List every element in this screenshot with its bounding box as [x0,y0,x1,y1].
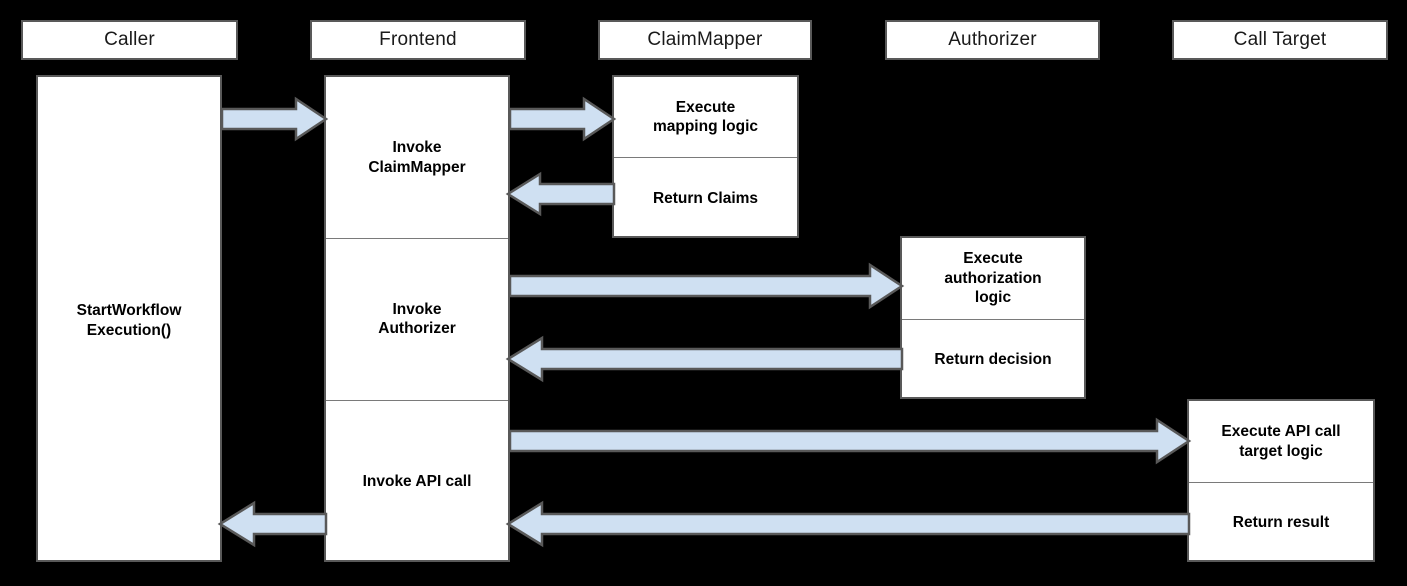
activation-segment-frontend-invoke-api-call: Invoke API call [326,400,508,564]
activation-label: Return result [1232,514,1330,532]
activation-divider [326,400,508,401]
activation-divider [1189,482,1373,483]
message-arrow-frontend-to-calltarget [508,417,1192,465]
activation-segment-authorizer-return-decision: Return decision [902,319,1084,401]
lane-header-claimmapper: ClaimMapper [598,20,812,60]
activation-segment-claimmapper-return-claims: Return Claims [614,157,797,240]
lane-header-claimmapper-label: ClaimMapper [647,29,763,50]
message-arrow-authorizer-to-frontend [505,335,904,383]
activation-label: Return decision [934,351,1052,369]
message-arrow-claimmapper-to-frontend [505,171,616,217]
message-arrow-caller-to-frontend [220,96,329,142]
activation-label: Return Claims [652,189,759,207]
message-arrow-frontend-to-caller [217,500,328,548]
lane-header-authorizer-label: Authorizer [948,29,1037,50]
activation-label: Invoke API call [362,473,472,491]
activation-divider [902,319,1084,320]
lane-header-calltarget-label: Call Target [1233,29,1327,50]
activation-segment-calltarget-return-result: Return result [1189,482,1373,564]
activation-divider [614,157,797,158]
message-arrow-frontend-to-authorizer [508,262,905,310]
lane-header-frontend: Frontend [310,20,526,60]
lane-header-caller-label: Caller [104,29,155,50]
lane-header-authorizer: Authorizer [885,20,1100,60]
lane-header-calltarget: Call Target [1172,20,1388,60]
activation-divider [326,238,508,239]
message-arrow-calltarget-to-frontend [505,500,1191,548]
message-arrow-frontend-to-claimmapper [508,96,617,142]
lane-header-caller: Caller [21,20,238,60]
lane-header-frontend-label: Frontend [379,29,457,50]
